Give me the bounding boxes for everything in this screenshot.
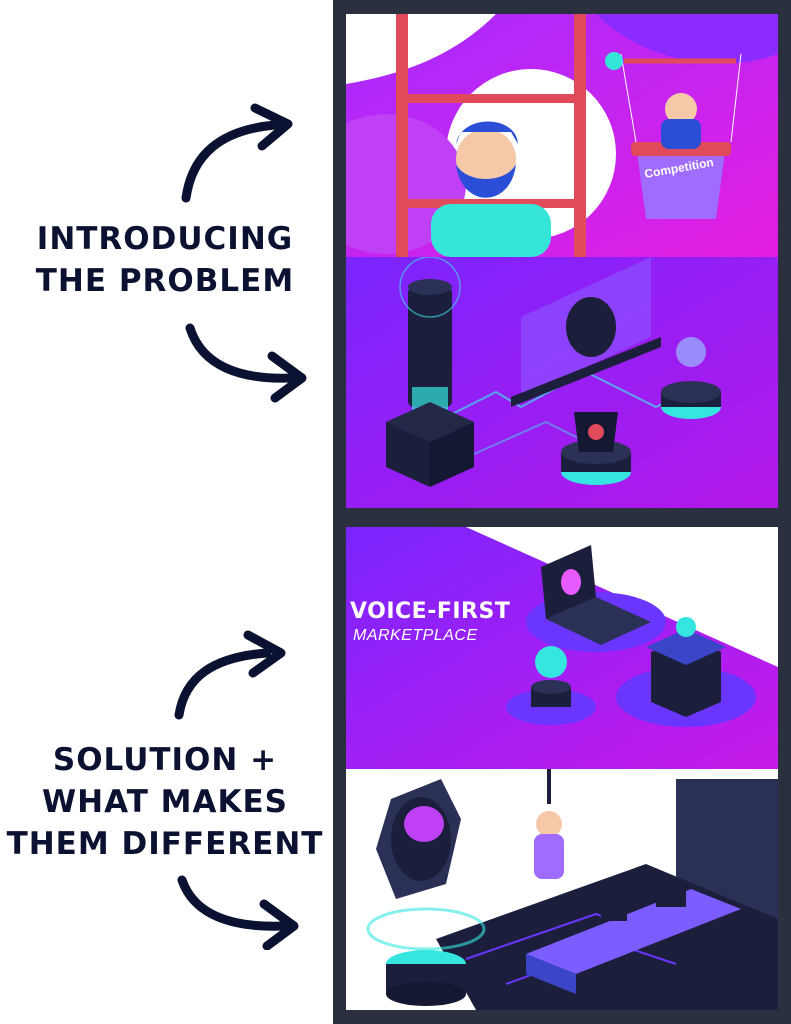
curved-arrow-icon xyxy=(185,323,307,403)
problem-label: INTRODUCING THE PROBLEM xyxy=(35,221,295,299)
voice-first-subtitle: MARKETPLACE xyxy=(353,627,478,644)
panel-solution-factory xyxy=(346,769,778,1010)
panel-problem-ladder xyxy=(346,14,778,257)
curved-arrow-icon xyxy=(174,630,286,720)
panel-problem-devices xyxy=(346,257,778,508)
curved-arrow-icon xyxy=(177,875,299,950)
curved-arrow-icon xyxy=(181,103,293,203)
voice-first-title: VOICE-FIRST xyxy=(350,599,511,624)
solution-label: SOLUTION + WHAT MAKES THEM DIFFERENT xyxy=(6,742,324,862)
panel-solution-marketplace xyxy=(346,527,778,769)
